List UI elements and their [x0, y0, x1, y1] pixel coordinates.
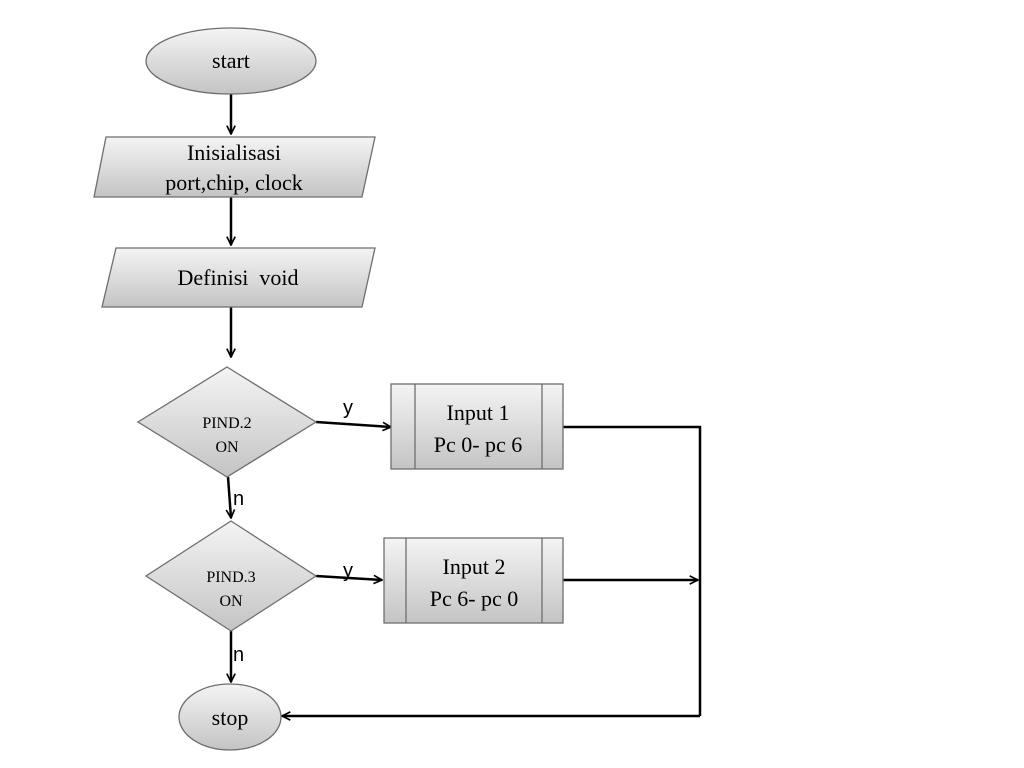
process1-node: Input 1 Pc 0- pc 6 [390, 383, 564, 470]
arrow-decision2-yes [315, 576, 382, 580]
stop-ellipse [178, 683, 282, 751]
line-process1-to-merge [563, 425, 702, 716]
decision2-node: PIND.3 ON [144, 520, 318, 632]
definisi-label: Definisi void [178, 265, 299, 290]
decision2-label-line1: PIND.3 [206, 569, 255, 586]
start-label: start [212, 48, 250, 73]
definisi-parallelogram [101, 247, 376, 308]
init-label-line1: Inisialisasi [187, 140, 281, 165]
start-node: start [145, 27, 317, 95]
process2-label-line2: Pc 6- pc 0 [430, 586, 519, 611]
process2-node: Input 2 Pc 6- pc 0 [383, 537, 564, 624]
decision1-yes-label: y [343, 397, 353, 419]
start-ellipse [145, 27, 317, 95]
connectors [228, 94, 702, 716]
decision2-label-line2: ON [219, 593, 243, 610]
arrow-decision1-yes [315, 420, 391, 427]
init-parallelogram [93, 136, 376, 198]
definisi-node: Definisi void [101, 247, 376, 308]
process2-box [383, 537, 564, 624]
process2-label-line1: Input 2 [443, 554, 506, 579]
init-node: Inisialisasi port,chip, clock [93, 136, 376, 198]
stop-label: stop [212, 705, 249, 730]
process1-label-line2: Pc 0- pc 6 [434, 432, 523, 457]
decision1-label-line2: ON [215, 439, 239, 456]
decision2-yes-label: y [343, 560, 353, 582]
decision1-label-line1: PIND.2 [202, 415, 251, 432]
init-label-line2: port,chip, clock [165, 170, 302, 195]
process1-label-line1: Input 1 [447, 400, 510, 425]
decision2-no-label: n [233, 644, 244, 666]
arrow-decision1-no [228, 476, 231, 518]
decision1-node: PIND.2 ON [136, 366, 318, 478]
process1-box [390, 383, 564, 470]
stop-node: stop [178, 683, 282, 751]
decision1-diamond [136, 366, 318, 478]
decision2-diamond [144, 520, 318, 632]
decision1-no-label: n [233, 488, 244, 510]
